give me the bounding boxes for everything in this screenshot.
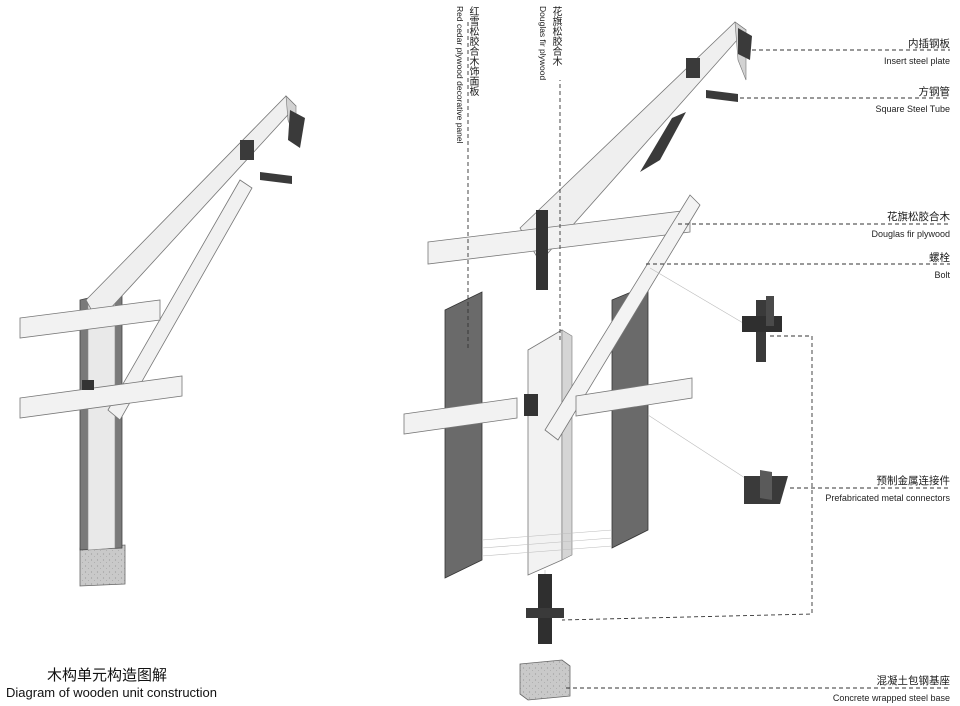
steel-base-stem [526, 574, 564, 644]
exploded-concrete-base [519, 659, 571, 701]
exploded-upper-beam [427, 209, 691, 290]
exploded-brace [544, 194, 701, 441]
assembled-upper-beam [19, 299, 161, 339]
exploded-column [524, 329, 573, 576]
prefab-connector-upper [742, 296, 782, 362]
leader-lines [467, 22, 950, 689]
vertical-label-red-cedar-en: Red cedar plywood decorative panel [455, 6, 465, 144]
vertical-label-red-cedar-cn: 红雪松胶合木饰面板 [467, 6, 478, 96]
callout-prefab-connectors-en: Prefabricated metal connectors [825, 493, 950, 503]
exploded-rafter [519, 21, 752, 263]
exploded-unit [403, 21, 788, 701]
callout-concrete-base-en: Concrete wrapped steel base [832, 693, 950, 703]
prefab-connector-lower [744, 470, 788, 504]
callout-concrete-base-cn: 混凝土包钢基座 [876, 675, 951, 687]
callout-square-steel-tube-cn: 方钢管 [918, 86, 951, 98]
assembled-rafter [85, 95, 305, 323]
assembled-brace [107, 179, 253, 421]
diagram-title-cn: 木构单元构造图解 [47, 667, 168, 684]
callout-bolt-cn: 螺栓 [929, 252, 950, 264]
explosion-guides [481, 267, 756, 576]
vertical-label-douglas-fir: 花旗松胶合木 Douglas fir plywood [538, 6, 563, 80]
callout-douglas-fir-cn: 花旗松胶合木 [887, 211, 950, 223]
vertical-label-red-cedar: 红雪松胶合木饰面板 Red cedar plywood decorative p… [455, 6, 480, 144]
callout-square-steel-tube-en: Square Steel Tube [875, 104, 950, 114]
diagram-title-en: Diagram of wooden unit construction [6, 685, 218, 700]
callout-bolt-en: Bolt [934, 270, 950, 280]
callout-prefab-connectors-cn: 预制金属连接件 [876, 475, 951, 487]
callout-insert-steel-plate-cn: 内插钢板 [908, 38, 950, 50]
assembled-unit [19, 95, 305, 587]
assembled-lower-beam [19, 375, 183, 419]
assembled-concrete-base [79, 544, 126, 587]
cedar-panel-left [444, 291, 483, 579]
exploded-lower-beam [403, 377, 693, 435]
vertical-label-douglas-fir-cn: 花旗松胶合木 [550, 6, 561, 66]
vertical-label-douglas-fir-en: Douglas fir plywood [538, 6, 548, 81]
callout-douglas-fir-en: Douglas fir plywood [871, 229, 950, 239]
callout-insert-steel-plate-en: Insert steel plate [883, 56, 950, 66]
assembled-column [79, 289, 123, 551]
